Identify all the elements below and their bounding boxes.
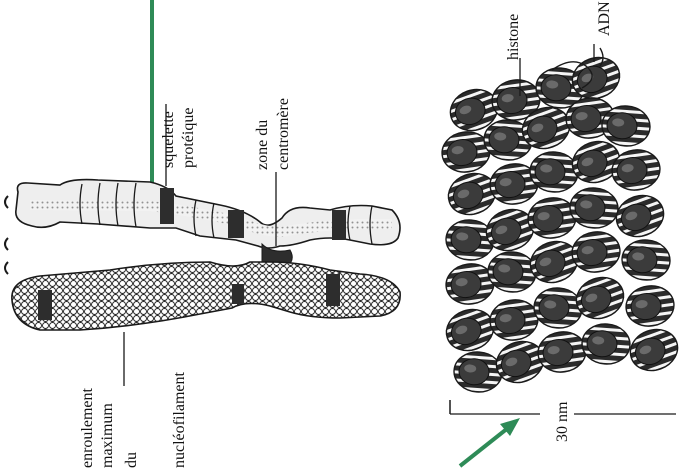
pointer-arrow-bottom xyxy=(460,418,520,466)
nucleosome xyxy=(441,303,500,357)
label-maximum: maximum xyxy=(100,403,116,468)
chromatid-lower xyxy=(12,262,400,330)
label-enroulement: enroulement xyxy=(80,388,96,468)
nucleosome xyxy=(535,329,588,375)
nucleosome xyxy=(569,186,620,229)
nucleosome xyxy=(623,283,676,329)
wavy-mark xyxy=(5,196,8,274)
label-centromere: centromère xyxy=(276,98,292,170)
label-nucleofilament: nucléofilament xyxy=(172,372,188,468)
nucleosome xyxy=(533,286,584,329)
label-zone-du: zone du xyxy=(255,120,271,170)
label-du: du xyxy=(124,452,140,468)
label-histone: histone xyxy=(506,14,522,60)
nucleosome xyxy=(453,350,504,393)
label-adn: ADN xyxy=(597,1,613,36)
label-proteique: protéique xyxy=(181,108,197,168)
nucleosome xyxy=(581,322,632,365)
nucleosome xyxy=(621,238,672,281)
nucleosome xyxy=(487,297,540,343)
chromatid-upper xyxy=(16,180,400,248)
nucleosome xyxy=(611,189,670,243)
nucleosome xyxy=(625,323,680,377)
label-scale: 30 nm xyxy=(555,402,571,442)
nucleosome xyxy=(487,250,538,293)
nucleosome xyxy=(569,229,622,275)
nucleosome-fiber xyxy=(439,51,680,394)
label-squelette: squelette xyxy=(161,111,177,168)
